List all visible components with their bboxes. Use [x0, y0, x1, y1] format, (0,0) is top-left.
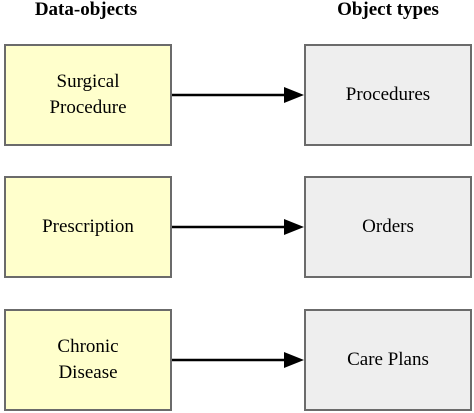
data-object-box-prescription: Prescription	[4, 176, 172, 278]
data-object-label: Surgical Procedure	[49, 71, 127, 118]
arrow-chronic-disease-to-care-plans	[172, 352, 304, 368]
arrow-prescription-to-orders	[172, 219, 304, 235]
arrow-surgical-procedure-to-procedures	[172, 87, 304, 103]
data-objects-header: Data-objects	[34, 0, 138, 20]
object-type-box-orders: Orders	[304, 176, 472, 278]
object-type-label: Procedures	[345, 84, 431, 105]
data-object-label: Chronic Disease	[57, 336, 119, 383]
data-object-box-chronic-disease: Chronic Disease	[4, 309, 172, 411]
object-type-box-care-plans: Care Plans	[304, 309, 472, 411]
object-type-label: Orders	[362, 216, 414, 237]
object-type-box-procedures: Procedures	[304, 44, 472, 146]
data-object-box-surgical-procedure: Surgical Procedure	[4, 44, 172, 146]
object-types-header: Object types	[337, 0, 439, 20]
object-type-label: Care Plans	[347, 349, 429, 370]
data-object-label: Prescription	[42, 216, 134, 237]
